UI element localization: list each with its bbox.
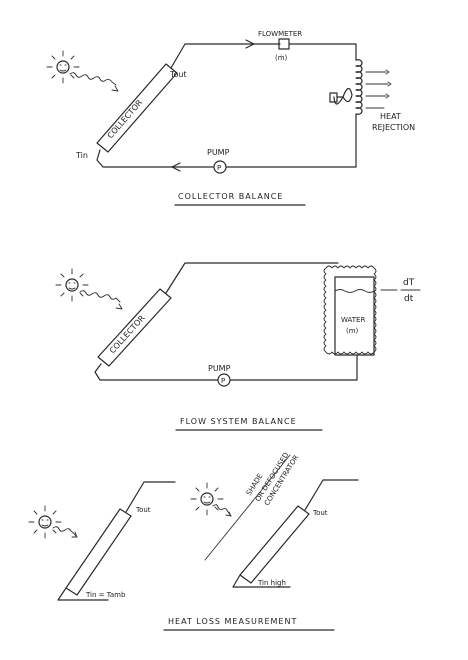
heat-rejection-coil bbox=[355, 59, 392, 119]
t-out-label: Tout bbox=[169, 70, 187, 79]
t-in-right-label: Tin high bbox=[257, 579, 286, 587]
mass-label: (m) bbox=[346, 327, 359, 335]
caption-flow-system-balance: FLOW SYSTEM BALANCE bbox=[180, 417, 297, 426]
water-tank: WATER (m) bbox=[323, 265, 377, 356]
sun-icon bbox=[190, 482, 224, 516]
fan-icon bbox=[329, 87, 353, 105]
heat-rejection-label-1: HEAT bbox=[380, 112, 401, 121]
t-in-left-label: Tin = Tamb bbox=[85, 591, 126, 599]
sun-icon bbox=[28, 505, 62, 539]
collector-panel: COLLECTOR bbox=[96, 63, 178, 153]
temperature-rate-label: dT dt bbox=[380, 278, 421, 304]
shade-screen bbox=[204, 454, 291, 561]
dT-label: dT bbox=[403, 278, 415, 288]
pump: PUMP P bbox=[207, 148, 230, 174]
flow-loop-piping bbox=[94, 262, 358, 381]
solar-radiation-arrow bbox=[212, 504, 232, 517]
collector-balance-diagram: COLLECTOR FLOWMETER (ṁ) Tout Tin HEAT RE… bbox=[46, 30, 415, 206]
caption-heat-loss-measurement: HEAT LOSS MEASUREMENT bbox=[168, 617, 297, 626]
pump-label: PUMP bbox=[208, 364, 231, 373]
heat-rejection-label-2: REJECTION bbox=[372, 123, 415, 132]
collector-panel: COLLECTOR bbox=[97, 288, 172, 367]
dt-label: dt bbox=[404, 294, 414, 304]
pump-label: PUMP bbox=[207, 148, 230, 157]
caption-collector-balance: COLLECTOR BALANCE bbox=[178, 192, 283, 201]
sun-icon bbox=[55, 268, 89, 302]
pump: PUMP P bbox=[208, 364, 231, 387]
collector-loop-piping bbox=[96, 43, 357, 168]
collector-panel-left: Tout Tin = Tamb bbox=[57, 481, 176, 601]
water-label: WATER bbox=[341, 316, 365, 324]
flowmeter-label: FLOWMETER bbox=[258, 30, 302, 38]
t-out-left-label: Tout bbox=[135, 506, 151, 514]
flow-arrow-top bbox=[245, 39, 255, 49]
heat-loss-measurement-diagram: Tout Tin = Tamb SHADE OR DEFOCUSED CONCE… bbox=[28, 451, 359, 631]
piping-left bbox=[57, 481, 176, 601]
flow-arrow-bottom bbox=[171, 162, 181, 172]
t-in-label: Tin bbox=[75, 151, 88, 160]
solar-radiation-arrow bbox=[79, 290, 121, 303]
piping-right bbox=[232, 479, 359, 588]
solar-radiation-arrow bbox=[52, 526, 77, 537]
collector-panel-right: Tout Tin high bbox=[232, 479, 359, 588]
flowmeter: FLOWMETER (ṁ) bbox=[258, 30, 302, 62]
flow-system-balance-diagram: COLLECTOR WATER (m) dT dt PUMP P FLOW SY… bbox=[55, 262, 421, 431]
collector-label: COLLECTOR bbox=[106, 98, 145, 141]
pump-symbol: P bbox=[221, 377, 225, 385]
pump-symbol: P bbox=[217, 164, 221, 172]
sun-icon bbox=[46, 50, 80, 84]
collector-label: COLLECTOR bbox=[108, 313, 147, 355]
solar-radiation-arrow bbox=[69, 72, 117, 86]
flowmeter-symbol: (ṁ) bbox=[275, 54, 288, 62]
t-out-right-label: Tout bbox=[312, 509, 328, 517]
